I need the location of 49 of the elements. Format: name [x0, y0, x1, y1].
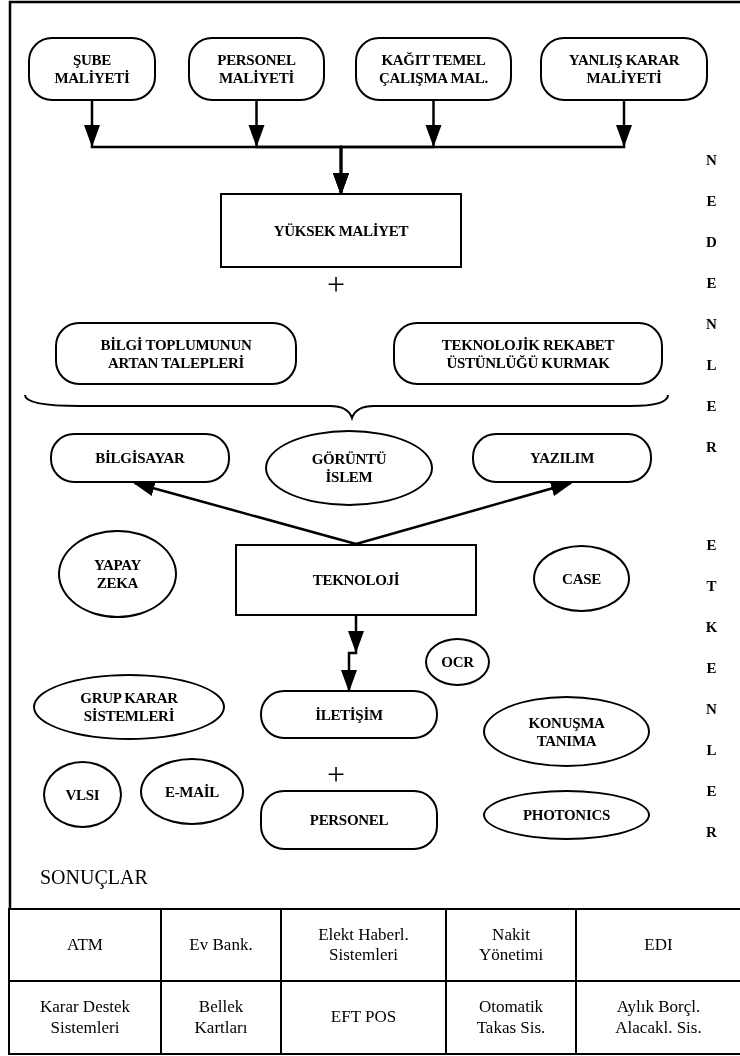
rounded-box — [355, 37, 512, 101]
rounded-box — [472, 433, 652, 483]
cell-text: EFT POS — [330, 1007, 397, 1028]
rounded-box — [540, 37, 708, 101]
node-text: TEKNOLOJİK REKABET ÜSTÜNLÜĞÜ KURMAK — [440, 335, 616, 372]
plus-sign: + — [327, 758, 346, 790]
rounded-box — [188, 37, 325, 101]
node-text: PERSONEL MALİYETİ — [216, 51, 297, 87]
node-text: PHOTONICS — [522, 806, 610, 824]
cell-text: Bellek Kartları — [193, 997, 249, 1038]
cell-text: Otomatik Takas Sis. — [475, 997, 547, 1038]
vertical-heading: ETKENLER — [704, 536, 719, 842]
node-text: ŞUBE MALİYETİ — [53, 51, 131, 87]
node-text: VLSI — [65, 785, 100, 804]
node-text: BİLGİ TOPLUMUNUN ARTAN TALEPLERİ — [99, 335, 253, 372]
ellipse-node — [425, 638, 490, 686]
rounded-box — [393, 322, 663, 385]
cell-text: ATM — [67, 934, 103, 956]
cell-text: Elekt Haberl. Sistemleri — [317, 924, 410, 966]
node-text: İLETİŞİM — [315, 705, 383, 724]
node-text: E-MAİL — [164, 782, 219, 801]
process-box — [235, 544, 477, 616]
node-text: KONUŞMA TANIMA — [527, 713, 606, 750]
node-text: BİLGİSAYAR — [95, 449, 185, 467]
process-box — [220, 193, 462, 268]
rounded-box — [260, 690, 438, 739]
node-text: YAZILIM — [530, 449, 594, 467]
cell-text: Aylık Borçl. Alacakl. Sis. — [614, 997, 703, 1038]
node-text: OCR — [441, 653, 474, 671]
node-text: GRUP KARAR SİSTEMLERİ — [79, 689, 179, 725]
cell-text: EDI — [644, 934, 673, 956]
node-text: GÖRÜNTÜ İSLEM — [310, 450, 388, 486]
node-text: YAPAY ZEKA — [92, 556, 143, 592]
node-text: PERSONEL — [309, 811, 389, 829]
rounded-box — [28, 37, 156, 101]
vertical-heading: NEDENLER — [705, 151, 718, 457]
rounded-box — [55, 322, 297, 385]
rounded-box — [50, 433, 230, 483]
rounded-box — [260, 790, 438, 850]
cell-text: Karar Destek Sistemleri — [38, 997, 132, 1038]
node-text: KAĞIT TEMEL ÇALIŞMA MAL. — [378, 51, 489, 87]
node-text: YANLIŞ KARAR MALİYETİ — [567, 51, 681, 87]
section-heading: SONUÇLAR — [40, 866, 148, 889]
node-text: YÜKSEK MALİYET — [273, 221, 409, 240]
plus-sign: + — [327, 268, 346, 300]
node-text: TEKNOLOJİ — [312, 571, 400, 589]
cell-text: Ev Bank. — [189, 934, 253, 956]
node-text: CASE — [562, 569, 601, 588]
cell-text: Nakit Yönetimi — [477, 924, 545, 966]
